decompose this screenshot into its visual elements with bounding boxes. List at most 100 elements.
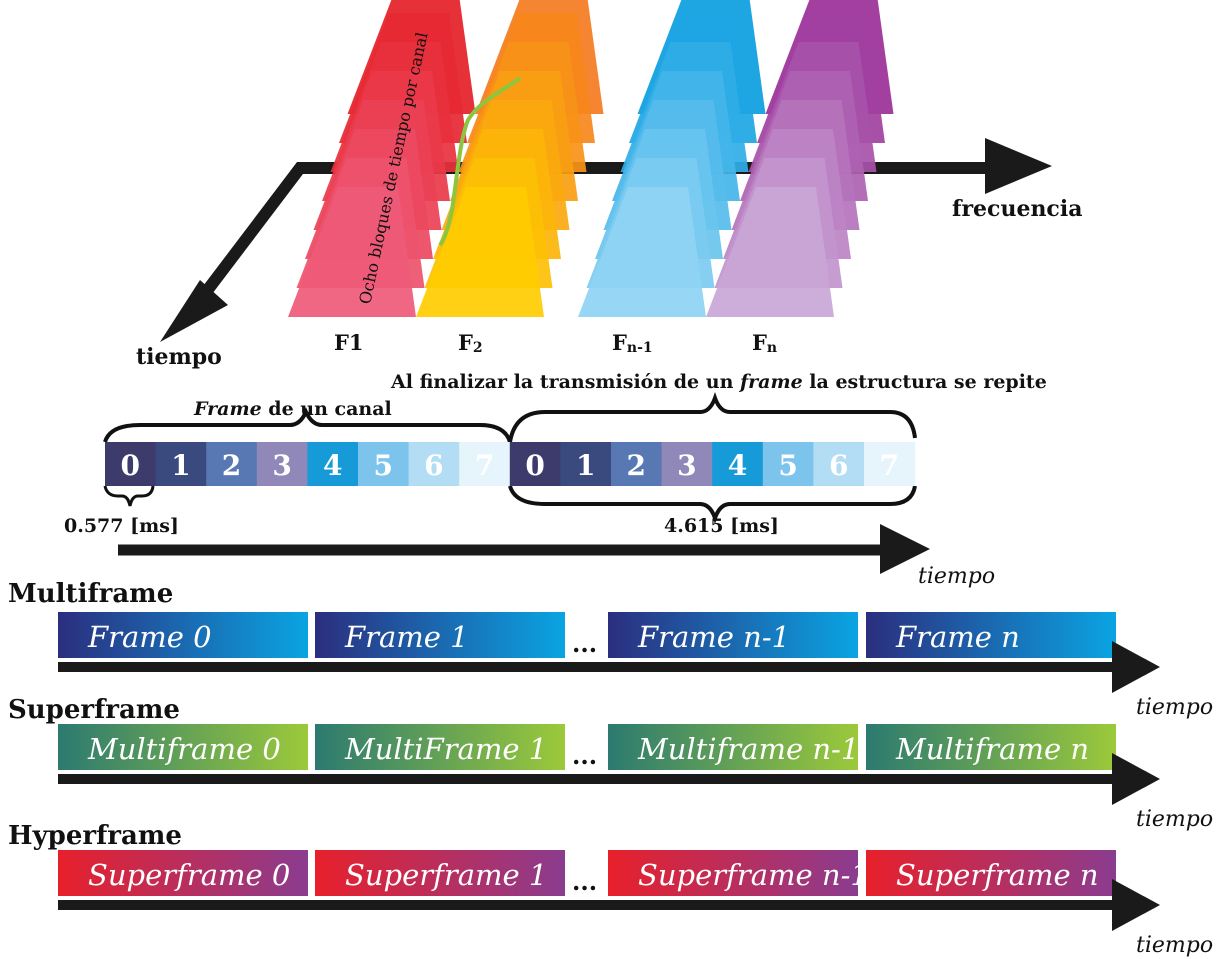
frequency-arrow-head bbox=[985, 138, 1052, 194]
timeslot bbox=[307, 442, 359, 486]
hyperframe-block bbox=[315, 850, 565, 896]
timeslot-number: 3 bbox=[677, 449, 696, 482]
timeslot-number: 5 bbox=[374, 449, 393, 482]
channel-label: Fn bbox=[752, 330, 777, 356]
superframe-block bbox=[866, 724, 1116, 770]
timeslot-number: 0 bbox=[121, 449, 140, 482]
channel-label: Fn-1 bbox=[612, 330, 653, 356]
timeslot bbox=[105, 442, 157, 486]
hyperframe-block-label: Superframe 0 bbox=[88, 858, 290, 892]
hyperframe-block-label: Superframe n-1 bbox=[638, 858, 869, 892]
repeat-brace-bottom bbox=[508, 485, 917, 524]
timeslot-number: 4 bbox=[728, 449, 747, 482]
time-arrow-head bbox=[160, 280, 228, 342]
hyperframe-time-label: tiempo bbox=[1136, 933, 1213, 958]
hyperframe-block-label: Superframe n bbox=[896, 858, 1099, 892]
superframe-block bbox=[608, 724, 858, 770]
hyperframe-block bbox=[608, 850, 858, 896]
frame-duration: 4.615 [ms] bbox=[664, 515, 779, 537]
superframe-block-label: Multiframe 0 bbox=[87, 732, 281, 766]
channel-stack-1 bbox=[288, 0, 476, 317]
timeslot bbox=[864, 442, 916, 486]
multiframe-block-label: Frame n bbox=[895, 620, 1020, 654]
time-block bbox=[288, 187, 416, 317]
timeslot bbox=[762, 442, 814, 486]
multiframe-block bbox=[315, 612, 565, 658]
multiframe-time-label: tiempo bbox=[1136, 695, 1213, 720]
frequency-axis-label: frecuencia bbox=[952, 196, 1082, 222]
channel-label: F2 bbox=[458, 330, 483, 356]
slot-duration: 0.577 [ms] bbox=[64, 515, 179, 537]
frame-brace bbox=[103, 407, 512, 443]
timeslot bbox=[509, 442, 561, 486]
multiframe-block-label: Frame 0 bbox=[87, 620, 212, 654]
timeslot-number: 2 bbox=[222, 449, 241, 482]
hyperframe-block bbox=[866, 850, 1116, 896]
multiframe-ellipsis: ... bbox=[572, 629, 597, 658]
hyperframe-ellipsis: ... bbox=[572, 867, 597, 896]
multiframe-block bbox=[866, 612, 1116, 658]
channel-labels: F1 F2 Fn-1 Fn bbox=[334, 330, 777, 356]
multiframe-block bbox=[608, 612, 858, 658]
timeslot bbox=[661, 442, 713, 486]
timeslot bbox=[813, 442, 865, 486]
timeslot-number: 3 bbox=[272, 449, 291, 482]
repeat-brace-top bbox=[508, 392, 917, 443]
timeslot-section: Al finalizar la transmisión de un frame … bbox=[64, 371, 1047, 589]
timeslot-number: 6 bbox=[424, 449, 443, 482]
multiframe-block-label: Frame 1 bbox=[344, 620, 469, 654]
time-block bbox=[706, 187, 834, 317]
timeslot-number: 7 bbox=[475, 449, 494, 482]
superframe-arrow-head bbox=[1112, 753, 1160, 805]
superframe-block bbox=[58, 724, 308, 770]
multiframe-block-label: Frame n-1 bbox=[637, 620, 790, 654]
timeslot-number: 5 bbox=[778, 449, 797, 482]
time-block bbox=[578, 187, 706, 317]
multiframe-title: Multiframe bbox=[8, 579, 173, 609]
channel-label: F1 bbox=[334, 330, 364, 355]
timeslot bbox=[155, 442, 207, 486]
superframe-time-label: tiempo bbox=[1136, 807, 1213, 832]
frequency-time-illustration: Ocho bloques de tiempo por canal frecuen… bbox=[136, 0, 1082, 370]
annotation-curve bbox=[438, 76, 522, 247]
timeslot-number: 0 bbox=[525, 449, 544, 482]
channel-stack-4 bbox=[706, 0, 894, 317]
repeat-note: Al finalizar la transmisión de un frame … bbox=[390, 371, 1047, 393]
timeslot bbox=[206, 442, 258, 486]
frame-label: Frame de un canal bbox=[193, 398, 392, 420]
timeslot bbox=[408, 442, 460, 486]
superframe-title: Superframe bbox=[8, 695, 180, 725]
timeslot bbox=[459, 442, 511, 486]
timeslot-number: 6 bbox=[829, 449, 848, 482]
timeslot-number: 4 bbox=[323, 449, 342, 482]
superframe-block-label: Multiframe n bbox=[895, 732, 1089, 766]
timeslot-number: 1 bbox=[171, 449, 190, 482]
hyperframe-block-label: Superframe 1 bbox=[345, 858, 547, 892]
timeslot bbox=[358, 442, 410, 486]
time-block bbox=[416, 187, 544, 317]
timeslot-number: 7 bbox=[880, 449, 899, 482]
time-axis-label: tiempo bbox=[136, 344, 222, 370]
superframe-block-label: MultiFrame 1 bbox=[344, 732, 547, 766]
timeslot bbox=[712, 442, 764, 486]
multiframe-arrow-head bbox=[1112, 641, 1160, 693]
slot-time-label: tiempo bbox=[918, 564, 995, 589]
multiframe-block bbox=[58, 612, 308, 658]
timeslot-number: 2 bbox=[627, 449, 646, 482]
superframe-block bbox=[315, 724, 565, 770]
timeslot bbox=[560, 442, 612, 486]
superframe-block-label: Multiframe n-1 bbox=[637, 732, 859, 766]
slot-brace bbox=[103, 485, 155, 507]
channel-stack-3 bbox=[578, 0, 766, 317]
timeslot bbox=[256, 442, 308, 486]
slot-time-arrow-head bbox=[880, 524, 930, 574]
superframe-ellipsis: ... bbox=[572, 741, 597, 770]
